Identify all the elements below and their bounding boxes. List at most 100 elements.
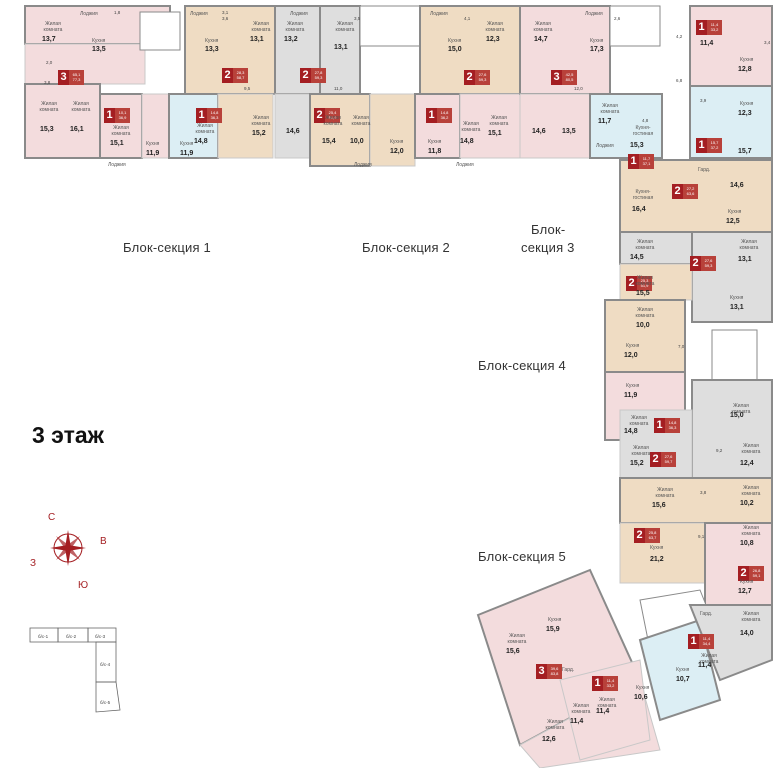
room-label: Жилая комната [485, 21, 505, 33]
room-area: 11,4 [700, 40, 714, 47]
room-label: Жилая комната [635, 239, 655, 251]
section-label-2: Блок-секция 2 [362, 240, 450, 255]
small-area: 3,8 [700, 490, 707, 495]
floor-title: 3 этаж [32, 422, 104, 448]
room-label: Жилая комната [71, 101, 91, 113]
room-area: 11,4 [596, 708, 610, 715]
room-area: 15,9 [546, 626, 560, 633]
room-label: Жилая комната [600, 103, 620, 115]
section-label-1: Блок-секция 1 [123, 240, 211, 255]
room-label: Кухня [740, 579, 754, 585]
room-label: Кухня [146, 141, 160, 147]
small-area: 4,8 [642, 118, 649, 123]
section-label-3a: Блок- [531, 222, 566, 237]
room-area: 12,6 [542, 736, 556, 743]
room-label: Жилая комната [43, 21, 63, 33]
room-area: 15,7 [738, 148, 752, 155]
room-area: 15,6 [652, 502, 666, 509]
loggia-label: Лоджия [456, 162, 474, 168]
room-area: 14,6 [730, 182, 744, 189]
room-label: Жилая комната [285, 21, 305, 33]
section-4-block [604, 231, 773, 481]
room-area: 13,1 [738, 256, 752, 263]
room-label: Жилая комната [251, 115, 271, 127]
room-area: 15,6 [506, 648, 520, 655]
small-area: 3,4 [764, 40, 771, 45]
room-label: Кухня [428, 139, 442, 145]
room-area: 15,1 [488, 130, 502, 137]
room-area: 15,4 [322, 138, 336, 145]
room-area: 12,7 [738, 588, 752, 595]
room-label: Кухня [180, 141, 194, 147]
room-label: Жилая комната [507, 633, 527, 645]
keymap-label-4: б/с-4 [100, 662, 111, 667]
room-area: 12,4 [740, 460, 754, 467]
room-area: 16,4 [632, 206, 646, 213]
room-label: Гард. [700, 611, 713, 617]
small-area: 3,9 [700, 98, 707, 103]
loggia-label: Лоджия [596, 143, 614, 149]
room-area: 14,6 [286, 128, 300, 135]
room-area: 15,5 [636, 290, 650, 297]
room-area: 14,6 [532, 128, 546, 135]
room-area: 10,0 [350, 138, 364, 145]
room-area: 13,5 [92, 46, 106, 53]
room-label: Жилая комната [739, 239, 759, 251]
room-label: Жилая комната [545, 719, 565, 731]
room-area: 10,0 [636, 322, 650, 329]
room-area: 10,6 [634, 694, 648, 701]
room-area: 12,8 [738, 66, 752, 73]
room-label: Жилая комната [741, 611, 761, 623]
room-area: 15,2 [630, 460, 644, 467]
section-5-block [476, 477, 773, 768]
loggia-label: Лоджия [430, 11, 448, 17]
room-area: 14,8 [194, 138, 208, 145]
room-label: Жилая комната [251, 21, 271, 33]
room-label: Жилая комната [741, 525, 761, 537]
section-label-5: Блок-секция 5 [478, 549, 566, 564]
room-label: Жилая комната [533, 21, 553, 33]
room-label: Жилая комната [335, 21, 355, 33]
small-area: 4,1 [464, 16, 471, 21]
section-label-4: Блок-секция 4 [478, 358, 566, 373]
room-label: Жилая комната [629, 415, 649, 427]
room-label: Кухня [626, 343, 640, 349]
room-area: 21,2 [650, 556, 664, 563]
room-label: Жилая комната [731, 403, 751, 415]
room-label: Жилая комната [741, 485, 761, 497]
small-area: 3,6 [222, 16, 229, 21]
section-2-block [309, 5, 611, 167]
room-label: Кухня [636, 685, 650, 691]
loggia-label: Лоджия [585, 11, 603, 17]
compass-west: З [30, 558, 37, 569]
section-3-block [589, 5, 773, 233]
room-area: 13,1 [250, 36, 264, 43]
compass-rose [50, 530, 86, 566]
room-area: 11,4 [698, 662, 712, 669]
room-area: 11,7 [598, 118, 612, 125]
room-area: 12,0 [390, 148, 404, 155]
room-area: 10,2 [740, 500, 754, 507]
